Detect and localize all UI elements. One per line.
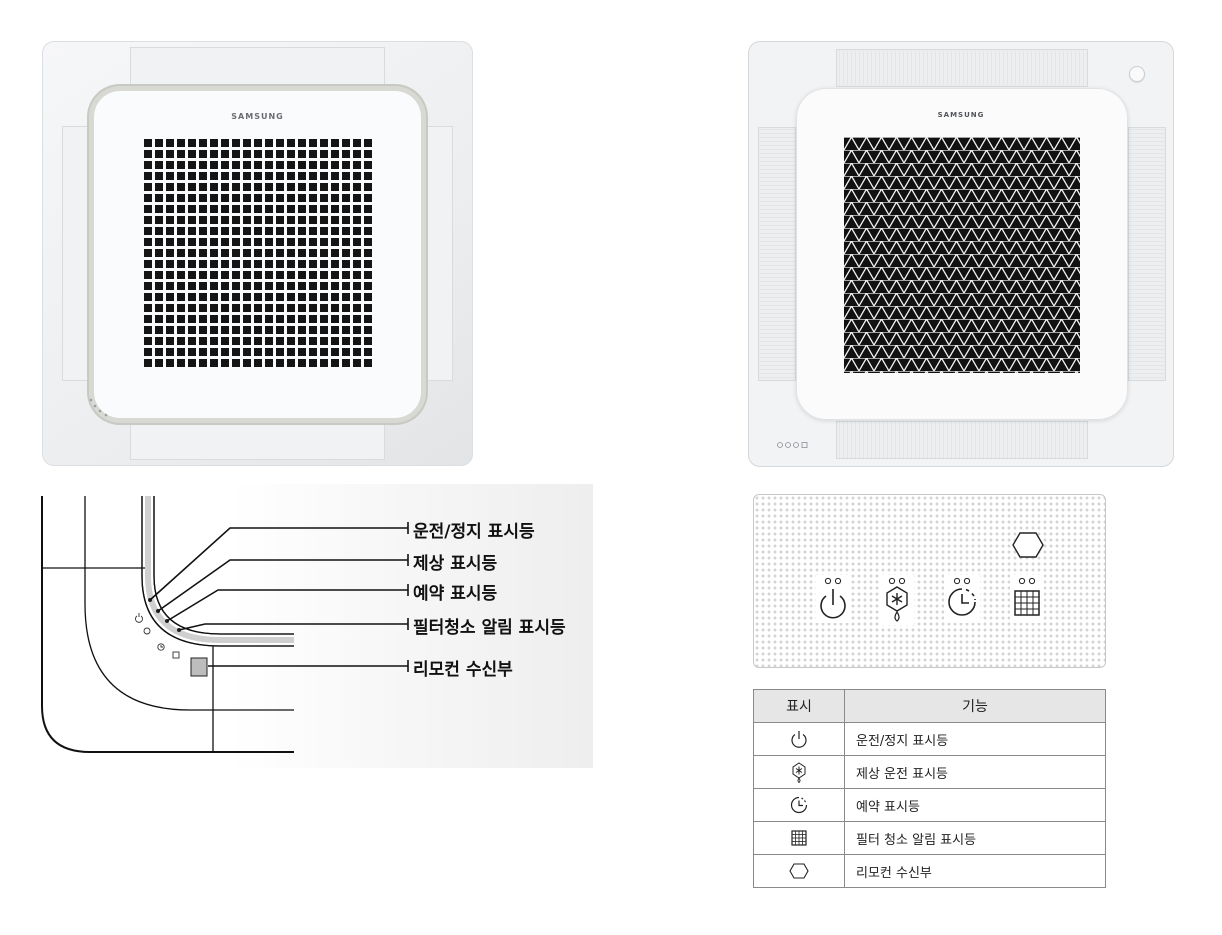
brand-logo: SAMSUNG (937, 111, 985, 119)
callout-defrost-lamp: 제상 표시등 (413, 554, 498, 574)
vane-bottom (836, 421, 1088, 459)
receiver-hexagon-icon (1012, 532, 1044, 558)
triangle-grille (844, 137, 1080, 373)
vane-left (758, 127, 796, 381)
filter-icon (791, 830, 807, 846)
timer-icon (944, 575, 980, 623)
table-header-row: 표시 기능 (753, 689, 1106, 723)
filter-icon (1010, 575, 1044, 623)
row-label: 예약 표시등 (844, 788, 1106, 822)
diagram-lines (41, 484, 593, 768)
table-row: 운전/정지 표시등 (753, 722, 1106, 756)
callout-filter-lamp: 필터청소 알림 표시등 (413, 618, 566, 638)
callout-timer-lamp: 예약 표시등 (413, 584, 498, 604)
header-function: 기능 (844, 689, 1106, 723)
indicator-legend-table: 표시 기능 운전/정지 표시등 제상 운전 표시등 예약 표시등 (753, 689, 1106, 888)
vane-top (130, 47, 385, 87)
table-row: 필터 청소 알림 표시등 (753, 821, 1106, 855)
defrost-icon (792, 762, 806, 783)
table-row: 리모컨 수신부 (753, 854, 1106, 888)
power-icon (816, 575, 850, 623)
row-label: 제상 운전 표시등 (844, 755, 1106, 789)
brand-logo: SAMSUNG (231, 112, 284, 121)
defrost-icon (880, 575, 914, 625)
square-grille (142, 137, 374, 369)
row-label: 리모컨 수신부 (844, 854, 1106, 888)
timer-icon (790, 796, 808, 814)
table-row: 예약 표시등 (753, 788, 1106, 822)
row-label: 운전/정지 표시등 (844, 722, 1106, 756)
indicator-panel (753, 494, 1106, 668)
power-icon (791, 731, 807, 748)
table-row: 제상 운전 표시등 (753, 755, 1106, 789)
header-display: 표시 (753, 689, 845, 723)
vane-left (62, 126, 89, 381)
indicator-dots (89, 398, 108, 417)
callout-power-lamp: 운전/정지 표시등 (413, 522, 535, 542)
indicator-diagram: 운전/정지 표시등 제상 표시등 예약 표시등 필터청소 알림 표시등 리모컨 … (40, 484, 593, 768)
cassette-unit-square-grille: SAMSUNG (42, 41, 473, 466)
vane-top (836, 49, 1088, 87)
cassette-unit-triangle-grille: SAMSUNG (748, 41, 1174, 467)
receiver-hexagon-icon (789, 863, 809, 879)
panel-button[interactable] (1129, 66, 1145, 82)
callout-remote-receiver: 리모컨 수신부 (413, 660, 513, 680)
vane-right (426, 126, 453, 381)
vane-bottom (130, 420, 385, 460)
indicator-icons (777, 442, 808, 448)
row-label: 필터 청소 알림 표시등 (844, 821, 1106, 855)
vane-right (1128, 127, 1166, 381)
